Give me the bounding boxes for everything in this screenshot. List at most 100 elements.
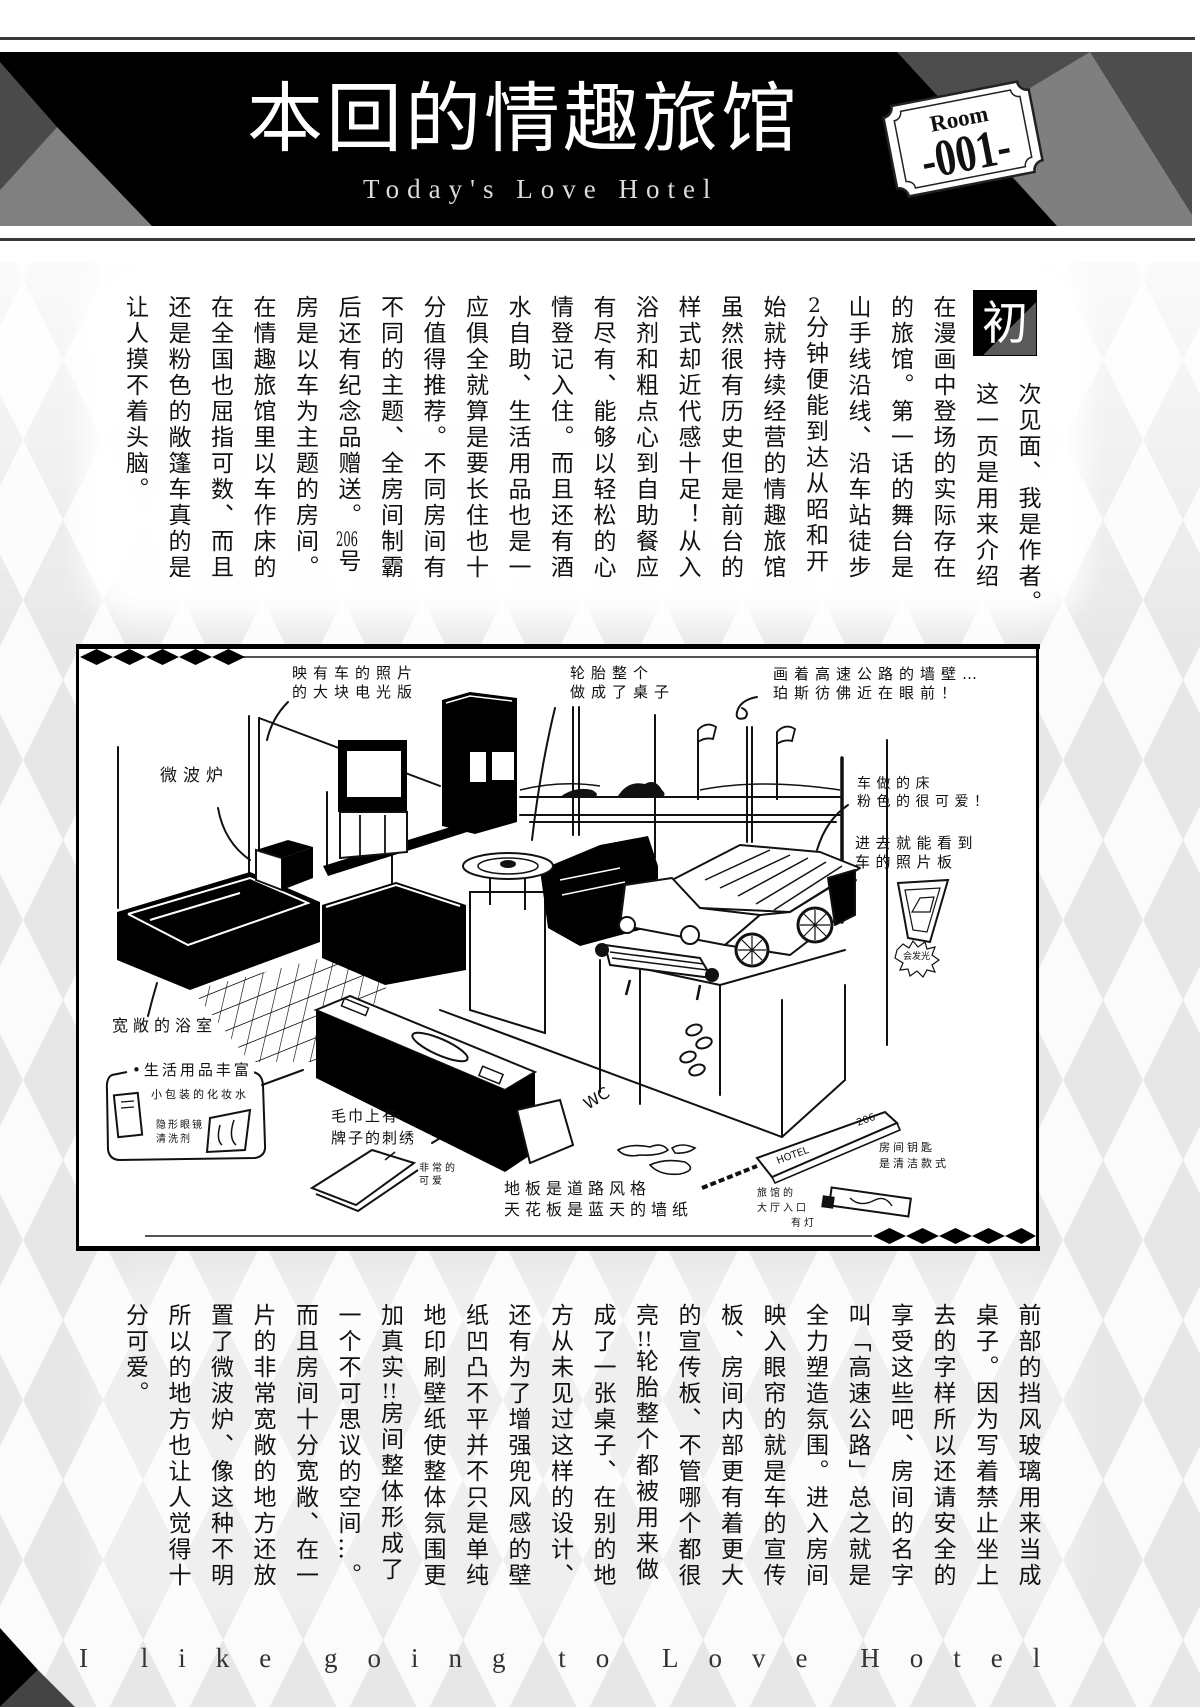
text-column: 所以的地方也让人觉得十 xyxy=(164,1303,190,1589)
microwave-drawing xyxy=(255,840,313,892)
annotation-amenities-lotion: 小包装的化妆水 xyxy=(151,1088,249,1101)
annotation-highway-wall: 画着高速公路的墙壁… 珀斯彷佛近在眼前！ xyxy=(773,665,983,703)
vanity-drawing xyxy=(313,994,575,1172)
text-column: 的旅馆。第一话的舞台是 xyxy=(886,295,913,581)
body-text-backdrop xyxy=(110,1290,1060,1605)
photo-display-board-drawing xyxy=(338,740,408,860)
car-bed-drawing xyxy=(595,844,861,1001)
annotation-line: 做成了桌子 xyxy=(570,683,676,701)
text-column: 而且房间十分宽敞、在一 xyxy=(291,1303,318,1589)
text-column: 后还有纪念品赠送。206号 xyxy=(326,295,369,575)
text-column: 在全国也屈指可数、而且 xyxy=(206,295,233,581)
annotation-line: 房间钥匙 xyxy=(879,1141,935,1154)
body-text: 前部的挡风玻璃用来当成 桌子。因为写着禁止坐上 去的字样所以还请安全的 享受这些… xyxy=(113,1303,1048,1623)
text-column: 置了微波炉、像这种不明 xyxy=(206,1303,233,1589)
text-column: 片的非常宽敞的地方还放 xyxy=(249,1303,275,1589)
annotation-room-key: 房间钥匙 是清洁款式 xyxy=(879,1140,949,1172)
annotation-lobby-light: 旅馆的 大厅入口 有灯 xyxy=(757,1186,817,1231)
text-column: 桌子。因为写着禁止坐上 xyxy=(971,1303,998,1589)
text-column: 不同的主题、全房间制霸 xyxy=(376,295,403,581)
text-column: 始就持续经营的情趣旅馆 xyxy=(759,295,785,581)
text-column: 亮!!轮胎整个都被用来做 xyxy=(623,1303,666,1583)
text-column: 房是以车为主题的房间。 xyxy=(291,295,318,581)
text-column: 分值得推荐。不同房间有 xyxy=(419,295,445,581)
text-column: 在情趣旅馆里以车作床的 xyxy=(249,295,275,581)
text-column: 一个不可思议的空间…。 xyxy=(334,1303,360,1589)
annotation-amenities-title: •生活用品丰富 xyxy=(130,1061,254,1080)
header-banner xyxy=(0,37,1195,241)
text-column: 2分钟便能到达从昭和开 xyxy=(793,295,836,575)
column-text: 房间整体形成了 xyxy=(376,1401,403,1583)
annotation-line: 可爱 xyxy=(419,1176,445,1187)
annotation-car-bed: 车做的床 粉色的很可爱！ xyxy=(857,775,994,811)
intro-text-backdrop xyxy=(110,272,1060,597)
corner-diamonds-top xyxy=(80,649,245,665)
annotation-line: 粉色的很可爱！ xyxy=(857,794,994,810)
annotation-photo-board: 映有车的照片 的大块电光版 xyxy=(292,664,418,702)
text-column: 山手线沿线、沿车站徒步 xyxy=(844,295,870,581)
text-column: 情登记入住。而且还有酒 xyxy=(546,295,573,581)
text-column: 在漫画中登场的实际存在 xyxy=(929,295,955,581)
text-column: 映入眼帘的就是车的宣传 xyxy=(759,1303,785,1589)
text-column: 次见面、我是作者。 xyxy=(1014,382,1040,616)
annotation-line: 进去就能看到 xyxy=(855,834,979,852)
text-column: 还是粉色的敞篷车真的是 xyxy=(164,295,190,581)
room-key-drawing: HOTEL 206 xyxy=(701,1110,912,1218)
annotation-line: 的大块电光版 xyxy=(292,683,419,701)
annotation-line: 清洗剂 xyxy=(156,1134,192,1145)
text-column: 还有为了增强兜风感的壁 xyxy=(504,1303,530,1589)
text-column: 加真实!!房间整体形成了 xyxy=(368,1303,411,1583)
text-column: 样式却近代感十足！从入 xyxy=(674,295,700,581)
annotation-line: 大厅入口 xyxy=(757,1203,809,1214)
room-number-plaque: Room -001- xyxy=(882,80,1044,198)
highway-wall-mural xyxy=(519,723,841,800)
annotation-line: 牌子的刺绣 xyxy=(331,1129,417,1147)
text-column: 全力塑造氛围。进入房间 xyxy=(801,1303,828,1589)
annotation-line: 珀斯彷佛近在眼前！ xyxy=(773,684,963,702)
annotation-line: 是清洁款式 xyxy=(879,1157,949,1170)
annotation-photo-panel: 进去就能看到 车的照片板 xyxy=(855,834,978,872)
upright-number: 206 xyxy=(336,529,358,549)
annotation-glow: 会发光 xyxy=(903,952,931,962)
cabinet-drawing xyxy=(442,692,517,834)
text-column: 叫「高速公路」总之就是 xyxy=(844,1303,870,1589)
drop-cap: 初 xyxy=(973,290,1037,356)
car-photo-panel-drawing xyxy=(894,878,950,978)
annotation-bathroom: 宽敞的浴室 xyxy=(112,1016,218,1035)
page-title: 本回的情趣旅馆 xyxy=(247,74,800,163)
text-column: 板、房间内部更有着更大 xyxy=(716,1303,743,1589)
annotation-towel-note: 非常的 可爱 xyxy=(419,1162,458,1188)
text-column: 前部的挡风玻璃用来当成 xyxy=(1014,1303,1040,1589)
column-text: 亮 xyxy=(631,1303,658,1329)
annotation-floor-ceiling: 地板是道路风格 天花板是蓝天的墙纸 xyxy=(504,1178,693,1220)
corner-triangle-black xyxy=(0,1628,38,1707)
annotation-towel: 毛巾上有 牌子的刺绣 xyxy=(331,1105,416,1149)
text-column: 应俱全就算是要长住也十 xyxy=(461,295,488,581)
text-column: 水自助、生活用品也是一 xyxy=(504,295,530,581)
text-column: 纸凹凸不平并不只是单纯 xyxy=(461,1303,488,1589)
annotation-line: 天花板是蓝天的墙纸 xyxy=(504,1200,694,1219)
intro-text: 次见面、我是作者。 这一页是用来介绍 在漫画中登场的实际存在 的旅馆。第一话的舞… xyxy=(113,295,1048,616)
annotation-tire-table: 轮胎整个 做成了桌子 xyxy=(570,664,675,702)
annotation-line: 车做的床 xyxy=(857,776,935,792)
upright-number: 2 xyxy=(808,295,821,315)
column-text: 分钟便能到达从昭和开 xyxy=(801,315,828,575)
text-column: 浴剂和粗点心到自助餐应 xyxy=(631,295,658,581)
upright-exclamation: !! xyxy=(636,1329,653,1349)
column-text: 加真实 xyxy=(376,1303,403,1381)
text-column: 这一页是用来介绍 xyxy=(971,382,998,590)
annotation-line: 地板是道路风格 xyxy=(504,1179,652,1198)
towel-drawing xyxy=(309,1148,419,1213)
text-column: 地印刷壁纸使整体氛围更 xyxy=(419,1303,445,1589)
text-column: 去的字样所以还请安全的 xyxy=(929,1303,955,1589)
tire-table-drawing xyxy=(462,836,658,1035)
text-column: 分可爱。 xyxy=(121,1303,148,1407)
text-column: 方从未见过这样的设计、 xyxy=(546,1303,573,1589)
room-drawing: HOTEL 206 WC xyxy=(105,692,950,1218)
annotation-line: 车的照片板 xyxy=(855,853,958,871)
annotation-line: 隐形眼镜 xyxy=(156,1120,204,1131)
footer-tagline: I like going to Love Hotel xyxy=(79,1643,1071,1673)
annotation-line: 旅馆的 xyxy=(757,1188,796,1199)
